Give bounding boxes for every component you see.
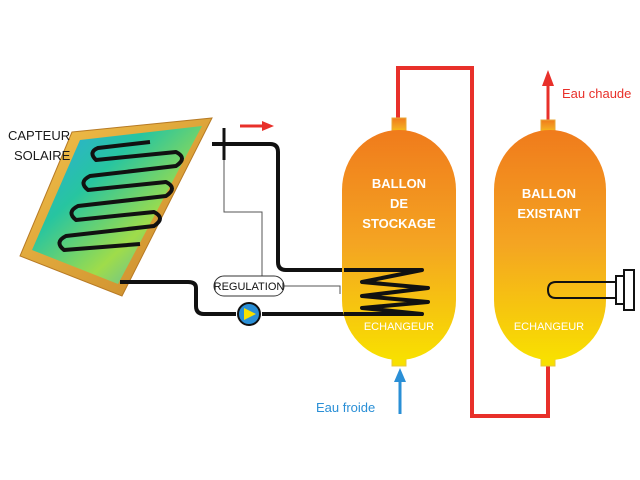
storage-tank-label-line3: STOCKAGE — [362, 216, 436, 231]
collector-label-line1: CAPTEUR — [8, 128, 70, 143]
regulation-wiring — [223, 132, 341, 294]
coil-exchanger-icon — [344, 268, 430, 316]
collector-label-line2: SOLAIRE — [14, 148, 71, 163]
storage-tank-label-line2: DE — [390, 196, 408, 211]
existing-tank — [494, 119, 606, 367]
hot-water-outlet-arrow — [542, 70, 554, 122]
existing-exchanger-label: ECHANGEUR — [514, 321, 584, 333]
cold-water-inlet-arrow — [394, 368, 406, 414]
pump-icon — [237, 302, 261, 326]
cold-water-label: Eau froide — [316, 400, 375, 415]
storage-tank-label-line1: BALLON — [372, 176, 426, 191]
heating-element-icon — [546, 269, 635, 311]
flow-arrow-icon — [240, 121, 274, 131]
regulation-box: REGULATION — [213, 275, 285, 297]
hot-water-transfer-pipe — [396, 66, 550, 418]
solar-collector-icon — [19, 117, 213, 297]
storage-exchanger-label: ECHANGEUR — [364, 321, 434, 333]
regulation-label: REGULATION — [214, 281, 285, 293]
existing-tank-label-line2: EXISTANT — [517, 206, 580, 221]
existing-tank-label-line1: BALLON — [522, 186, 576, 201]
hot-water-label: Eau chaude — [562, 86, 631, 101]
